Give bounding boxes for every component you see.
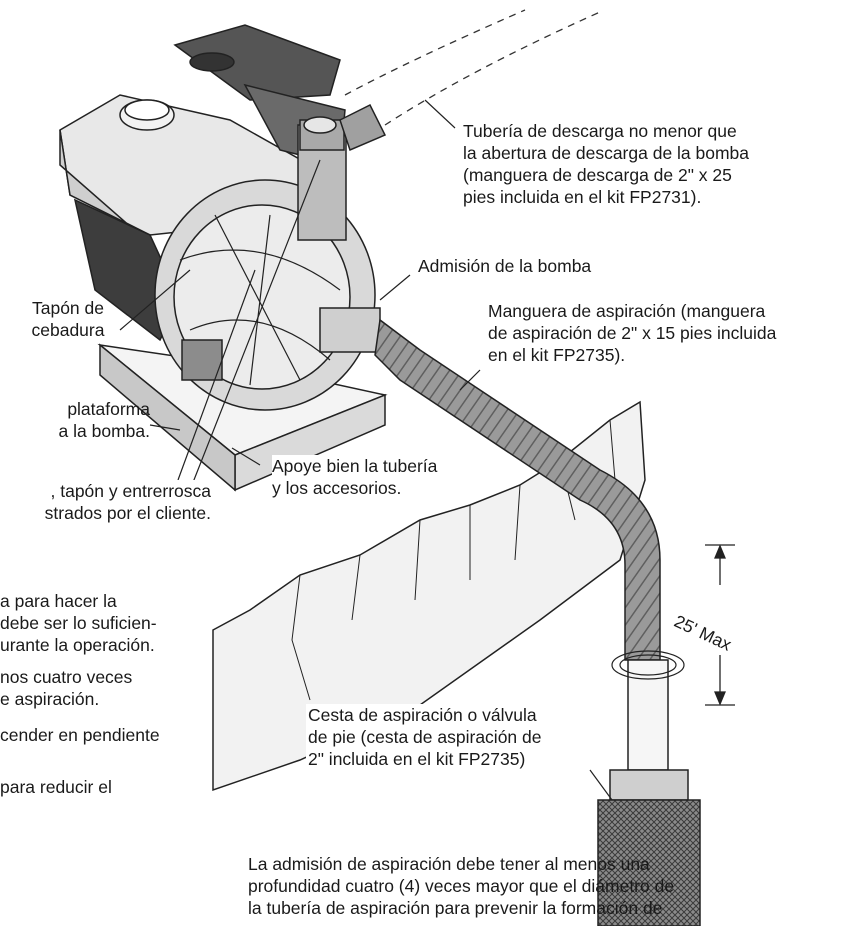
bottom-note: La admisión de aspiración debe tener al … [248,854,675,918]
suction-hose-label: Manguera de aspiración (manguera de aspi… [488,301,777,365]
discharge-hose [344,9,601,126]
customer-parts-label: , tapón y entrerrosca strados por el cli… [0,480,211,524]
ground-profile [212,400,646,792]
pump-housing [154,103,387,411]
strainer-label: Cesta de aspiración o válvula de pie (ce… [306,704,548,772]
discharge-pipe-label: Tubería de descarga no menor que la aber… [463,121,750,207]
priming-plug-label: Tapón de cebadura [31,298,105,340]
pump-inlet-label: Admisión de la bomba [418,256,592,276]
leader-lines [119,99,613,801]
left-notes: a para hacer la debe ser lo suficien- ur… [0,591,160,797]
platform-label: plataforma a la bomba. [58,399,150,441]
strainer-basket [597,769,701,926]
suction-hose [374,318,685,771]
height-dimension [705,544,735,706]
support-label: Apoye bien la tubería y los accesorios. [272,455,448,499]
